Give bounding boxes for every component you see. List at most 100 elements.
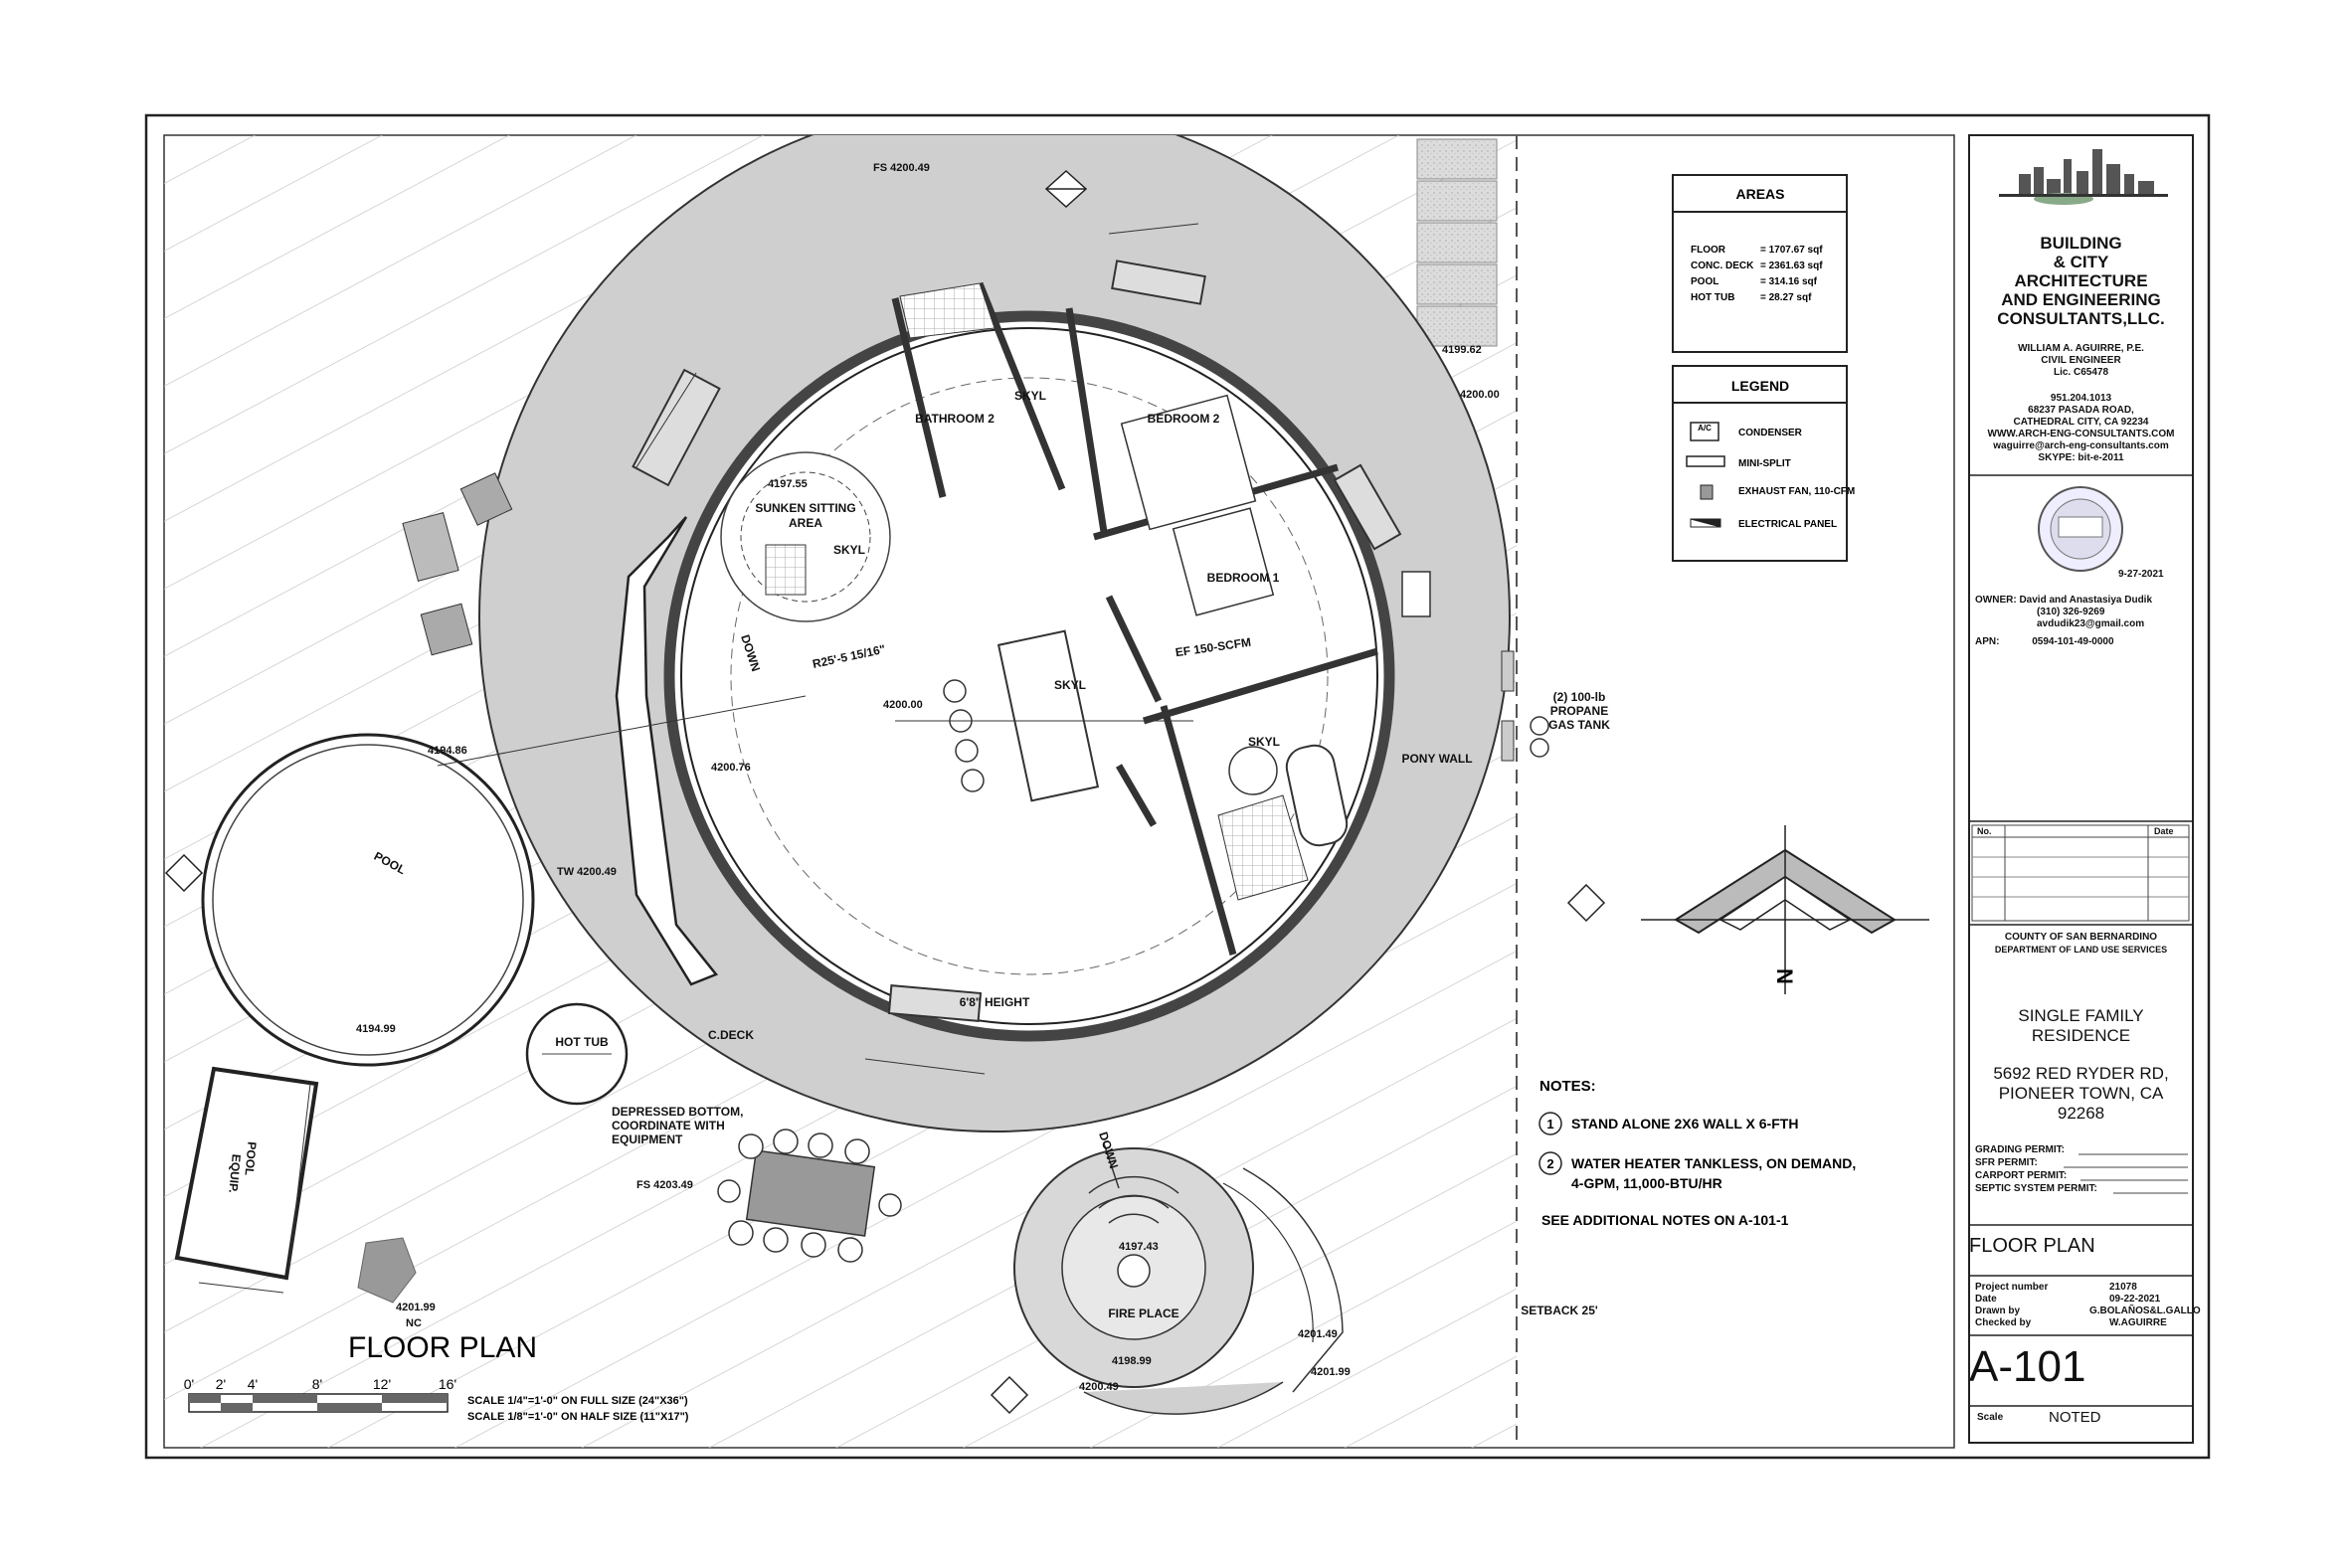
- label-depressed-1: DEPRESSED BOTTOM,: [612, 1105, 743, 1119]
- scale-tick: 2': [216, 1376, 226, 1392]
- checked-label: Checked by: [1975, 1317, 2032, 1328]
- sunken-sitting-area: [720, 451, 891, 622]
- house-interior-wall: [680, 327, 1378, 1025]
- elev-5: 4194.86: [428, 745, 467, 757]
- scale-full: SCALE 1/4"=1'-0" ON FULL SIZE (24"X36"): [467, 1395, 688, 1407]
- label-fire-place: FIRE PLACE: [1108, 1307, 1178, 1320]
- patio-chairs: [717, 1129, 902, 1263]
- revision-no-label: No.: [1977, 826, 1992, 836]
- elev-12: 4201.49: [1298, 1328, 1338, 1340]
- paver: [1416, 180, 1498, 222]
- owner-label: OWNER:: [1975, 595, 2017, 606]
- elev-9: 4198.99: [1112, 1355, 1152, 1367]
- scale-value: NOTED: [2049, 1409, 2101, 1426]
- elev-tw: TW 4200.49: [557, 866, 617, 878]
- bay-window-west: [632, 368, 721, 487]
- fire-place-pit: [1117, 1254, 1151, 1288]
- legend-label: MINI-SPLIT: [1738, 458, 1791, 469]
- project-number-label: Project number: [1975, 1282, 2049, 1293]
- firm-name: BUILDING & CITY ARCHITECTURE AND ENGINEE…: [1969, 234, 2193, 328]
- elev-fs-2: FS 4203.49: [636, 1179, 693, 1191]
- areas-table: AREAS FLOOR = 1707.67 sqf CONC. DECK = 2…: [1672, 174, 1848, 353]
- area-value: = 314.16 sqf: [1760, 276, 1818, 287]
- legend-label: CONDENSER: [1738, 428, 1803, 438]
- elev-8: 4197.43: [1119, 1241, 1159, 1253]
- label-bathroom-2: BATHROOM 2: [915, 412, 995, 426]
- project-number: 21078: [2109, 1282, 2137, 1293]
- label-depressed-2: COORDINATE WITH: [612, 1119, 725, 1132]
- engineer-seal: [2038, 486, 2123, 572]
- propane-tanks: [1530, 716, 1549, 758]
- label-skyl-4: SKYL: [1248, 735, 1280, 749]
- elev-fs-1: FS 4200.49: [873, 162, 930, 174]
- bathtub: [1285, 744, 1349, 847]
- county-department: DEPARTMENT OF LAND USE SERVICES: [1994, 945, 2168, 955]
- legend-label: ELECTRICAL PANEL: [1738, 519, 1837, 530]
- bath-tile-area: [1217, 794, 1309, 901]
- note-text: WATER HEATER TANKLESS, ON DEMAND,4-GPM, …: [1571, 1155, 1856, 1191]
- north-arrow: N: [1641, 825, 1929, 994]
- date-label: Date: [1975, 1294, 1997, 1305]
- engineer-license: Lic. C65478: [2053, 367, 2109, 378]
- section-marker-e: [1566, 883, 1606, 923]
- scale-tick: 8': [312, 1376, 322, 1392]
- lounge-chair: [420, 603, 473, 656]
- stair-down-line: [1103, 1142, 1120, 1189]
- bay-window-south: [887, 984, 983, 1022]
- label-skyl-2: SKYL: [833, 543, 865, 557]
- label-pool-equip-1: POOL: [243, 1141, 260, 1176]
- label-pool-equip-2: EQUIP.: [226, 1153, 243, 1193]
- bath-tile-area: [899, 282, 995, 339]
- scale-bar: 0' 2' 4' 8' 12' 16' SCALE 1/4"=1'-0" ON …: [184, 1376, 689, 1423]
- label-skyl-3: SKYL: [1054, 678, 1086, 692]
- scale-half: SCALE 1/8"=1'-0" ON HALF SIZE (11"X17"): [467, 1411, 689, 1423]
- areas-header: AREAS: [1735, 186, 1784, 202]
- exhaust-fan-symbol: [1700, 484, 1714, 500]
- scale-tick: 0': [184, 1376, 194, 1392]
- label-sunken: SUNKEN SITTING: [755, 501, 855, 515]
- notes: NOTES: 1 STAND ALONE 2X6 WALL X 6-FTH 2 …: [1538, 1078, 1856, 1228]
- sunken-steps: [765, 544, 807, 596]
- kitchen-island: [996, 629, 1100, 802]
- sheet-number: A-101: [1969, 1342, 2086, 1391]
- label-hot-tub: HOT TUB: [555, 1035, 609, 1049]
- note-bubble: [1538, 1151, 1562, 1175]
- firm-phone: 951.204.1013: [2050, 393, 2112, 404]
- area-label: CONC. DECK: [1691, 261, 1754, 271]
- permit-label: GRADING PERMIT:: [1975, 1144, 2065, 1155]
- firm-skype: SKYPE: bit-e-2011: [2038, 452, 2124, 463]
- legend-header: LEGEND: [1731, 378, 1789, 394]
- elev-nc: NC: [406, 1317, 422, 1329]
- pool-equip-pad: [174, 1066, 319, 1281]
- firm-line: BUILDING: [2040, 234, 2122, 253]
- firm-address-2: CATHEDRAL CITY, CA 92234: [2013, 417, 2149, 428]
- firm-line: ARCHITECTURE: [2014, 271, 2148, 290]
- elev-3: 4197.55: [768, 478, 808, 490]
- ac-condenser: [1401, 571, 1431, 617]
- legend-table: LEGEND A/C CONDENSER MINI-SPLIT EXHAUST …: [1672, 365, 1855, 562]
- rock: [357, 1237, 417, 1304]
- elev-2: 4200.00: [1460, 389, 1500, 401]
- label-setback: SETBACK 25': [1521, 1304, 1598, 1317]
- firm-logo: [1999, 149, 2168, 205]
- label-propane-1: (2) 100-lb: [1553, 690, 1606, 704]
- site-address-1: 5692 RED RYDER RD,: [1993, 1064, 2169, 1083]
- area-label: POOL: [1691, 276, 1718, 287]
- elev-4: 4200.00: [883, 699, 923, 711]
- label-propane-3: GAS TANK: [1548, 718, 1610, 732]
- lounge-chair: [402, 511, 459, 583]
- firm-line: AND ENGINEERING: [2001, 290, 2161, 309]
- county-info: COUNTY OF SAN BERNARDINO DEPARTMENT OF L…: [1969, 932, 2193, 956]
- legend-label: EXHAUST FAN, 110-CFM: [1738, 486, 1855, 497]
- section-marker-w: [164, 853, 204, 893]
- apn-label: APN:: [1975, 636, 2000, 647]
- owner-name: David and Anastasiya Dudik: [2019, 595, 2153, 606]
- seal-date: 9-27-2021: [2118, 569, 2164, 580]
- firm-address-1: 68237 PASADA ROAD,: [2028, 405, 2134, 416]
- elev-6: 4200.76: [711, 762, 751, 774]
- bed-2: [1120, 394, 1257, 531]
- shower: [1228, 746, 1278, 795]
- note-text: STAND ALONE 2X6 WALL X 6-FTH: [1571, 1116, 1798, 1132]
- county-name: COUNTY OF SAN BERNARDINO: [2004, 932, 2158, 943]
- paver: [1416, 138, 1498, 180]
